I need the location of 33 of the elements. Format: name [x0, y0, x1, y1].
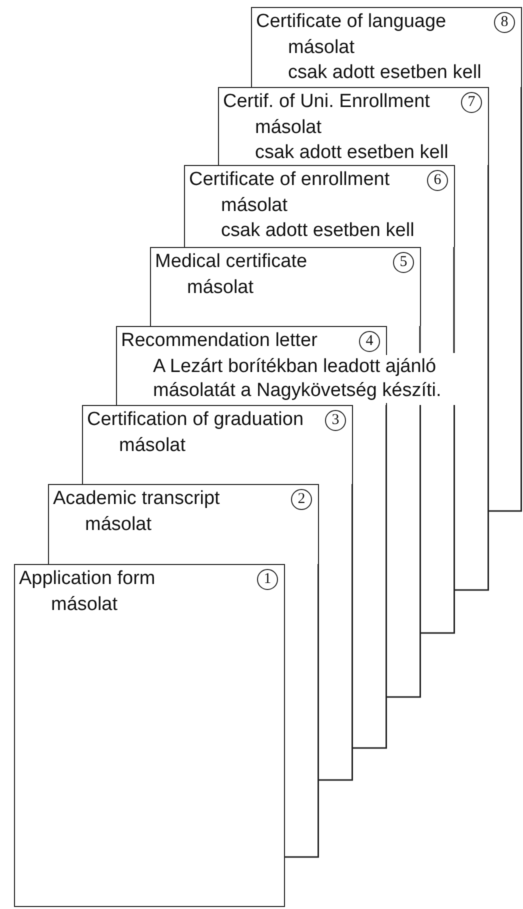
- document-title: Certificate of enrollment: [189, 169, 390, 191]
- document-page: [251, 7, 522, 87]
- circled-number: 4: [359, 331, 380, 352]
- document-note: másolat: [221, 194, 288, 218]
- document-note: másolat: [51, 593, 118, 617]
- circled-number: 6: [427, 170, 448, 191]
- circled-number: 2: [291, 489, 312, 510]
- document-note: csak adott esetben kell: [221, 219, 414, 243]
- document-title: Recommendation letter: [121, 330, 318, 352]
- document-page: [82, 405, 353, 484]
- document-title: Certif. of Uni. Enrollment: [223, 91, 430, 113]
- circled-number: 5: [393, 252, 414, 273]
- document-page: [150, 247, 421, 326]
- document-page: [184, 165, 455, 247]
- document-note: másolat: [119, 434, 186, 458]
- document-note: másolat: [288, 36, 355, 60]
- document-title: Medical certificate: [155, 251, 308, 273]
- circled-number: 3: [325, 410, 346, 431]
- document-note: csak adott esetben kell: [288, 61, 482, 85]
- document-title: Certification of graduation: [87, 409, 304, 431]
- document-title: Application form: [19, 568, 156, 590]
- document-note: másolat: [255, 116, 322, 140]
- document-page: [218, 87, 489, 165]
- document-page: [48, 484, 319, 564]
- document-note: másolat: [187, 276, 254, 300]
- circled-number: 8: [494, 12, 515, 33]
- circled-number: 7: [461, 92, 482, 113]
- document-page: [14, 564, 285, 907]
- circled-number: 1: [257, 569, 278, 590]
- document-note: csak adott esetben kell: [255, 141, 448, 165]
- document-title: Certificate of language: [256, 11, 446, 33]
- document-note: másolat: [85, 513, 152, 537]
- document-title: Academic transcript: [53, 488, 220, 510]
